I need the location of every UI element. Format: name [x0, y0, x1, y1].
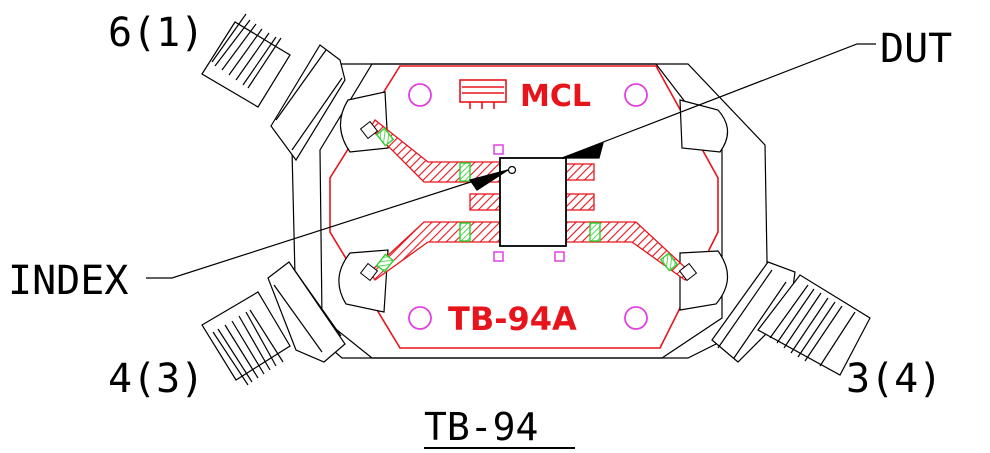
- solder-pads: [375, 127, 679, 273]
- connector-pads: [359, 120, 698, 282]
- leader-lines: [146, 43, 876, 279]
- mount-hole-tl: [408, 83, 432, 107]
- mount-holes: [408, 83, 648, 330]
- dut-package: [499, 157, 567, 247]
- pad-right-1: [565, 163, 595, 181]
- mount-hole-tr: [624, 83, 648, 107]
- connector-bosses: [338, 91, 729, 313]
- dut-label: DUT: [880, 26, 952, 72]
- mount-hole-br: [624, 306, 648, 330]
- board-model-text: TB-94A: [448, 300, 577, 338]
- connector-bottom-right: [711, 261, 871, 376]
- diagram-title: TB-94: [424, 405, 538, 449]
- connector-top-left: [201, 13, 346, 162]
- pad-left-2: [469, 193, 501, 211]
- pad-right-2: [565, 193, 595, 211]
- port-label-top-left: 6(1): [108, 10, 204, 56]
- board-logo-text: MCL: [520, 79, 591, 114]
- connector-bottom-left: [201, 261, 346, 386]
- mount-hole-bl: [408, 306, 432, 330]
- housing: [291, 63, 769, 359]
- port-label-bottom-left: 4(3): [108, 356, 204, 402]
- index-label: INDEX: [8, 258, 128, 304]
- pin1-index-dot: [507, 165, 517, 175]
- vias: [493, 144, 565, 262]
- mcl-logo-icon: [459, 79, 507, 109]
- port-label-bottom-right: 3(4): [846, 356, 942, 402]
